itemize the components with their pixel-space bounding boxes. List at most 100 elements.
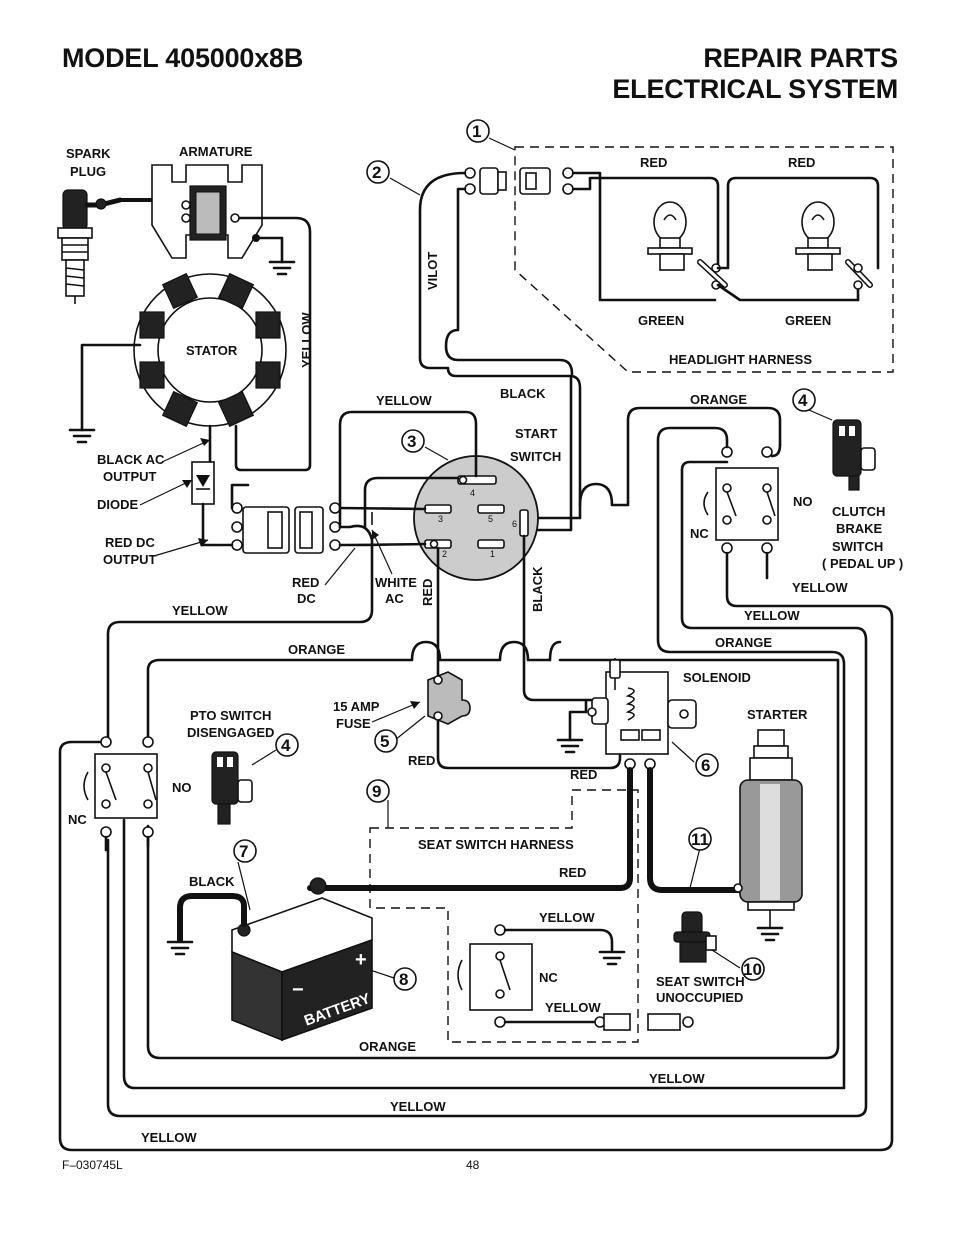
label-yellow-top: YELLOW <box>376 393 432 408</box>
label-spark-plug-2: PLUG <box>70 164 106 179</box>
label-pto-no: NO <box>172 780 192 795</box>
svg-text:1: 1 <box>472 122 481 141</box>
battery-plus: + <box>355 949 367 971</box>
diode <box>191 461 215 505</box>
battery-minus: − <box>292 979 304 1001</box>
fuse <box>427 671 471 725</box>
label-clutch-brake-4: ( PEDAL UP ) <box>822 556 903 571</box>
model-title: MODEL 405000x8B <box>62 43 304 73</box>
start-switch-terminal-6: 6 <box>512 519 517 529</box>
label-pto-nc: NC <box>68 812 87 827</box>
label-orange-top: ORANGE <box>690 392 747 407</box>
stator-connector <box>231 502 290 554</box>
callout-8: 8 <box>393 967 417 991</box>
section-title: REPAIR PARTS ELECTRICAL SYSTEM <box>612 43 898 105</box>
section-title-line2: ELECTRICAL SYSTEM <box>612 74 898 104</box>
label-start-switch-1: START <box>515 426 557 441</box>
callout-6: 6 <box>695 753 719 777</box>
label-yellow-clutch-2: YELLOW <box>744 608 800 623</box>
start-switch-terminal-3: 3 <box>438 514 443 524</box>
callout-3: 3 <box>401 429 425 453</box>
label-red-headlight-left: RED <box>640 155 667 170</box>
label-yellow-seat-bottom: YELLOW <box>545 1000 601 1015</box>
label-headlight-harness: HEADLIGHT HARNESS <box>669 352 812 367</box>
label-pto-switch-2: DISENGAGED <box>187 725 274 740</box>
callout-2: 2 <box>366 160 390 184</box>
stator <box>133 272 287 428</box>
solenoid <box>587 658 697 770</box>
label-clutch-nc: NC <box>690 526 709 541</box>
start-switch-terminal-2: 2 <box>442 549 447 559</box>
label-armature: ARMATURE <box>179 144 253 159</box>
seat-connector-left <box>594 1013 631 1031</box>
callout-5: 5 <box>374 729 398 753</box>
start-switch-terminal-5: 5 <box>488 514 493 524</box>
ground-solenoid <box>556 738 584 754</box>
svg-text:5: 5 <box>380 732 389 751</box>
headlight-harness-outline <box>514 146 894 373</box>
svg-text:4: 4 <box>798 391 808 410</box>
label-seat-switch-unoccupied-2: UNOCCUPIED <box>656 990 743 1005</box>
start-switch-terminal-1: 1 <box>490 549 495 559</box>
label-white-ac-1: WHITE <box>375 575 417 590</box>
callout-4-pto: 4 <box>275 733 299 757</box>
label-yellow-seat-top: YELLOW <box>539 910 595 925</box>
label-fuse-1: 15 AMP <box>333 699 380 714</box>
label-red-dc-output-2: OUTPUT <box>103 552 157 567</box>
label-red-fuse: RED <box>408 753 435 768</box>
label-clutch-no: NO <box>793 494 813 509</box>
headlight-left <box>647 201 693 271</box>
battery: BATTERY + − <box>231 877 373 1042</box>
label-yellow-bottom-left: YELLOW <box>141 1130 197 1145</box>
ground-stator <box>68 428 96 444</box>
ground-seat <box>598 950 626 966</box>
label-red-headlight-right: RED <box>788 155 815 170</box>
start-switch-terminal-4: 4 <box>470 488 475 498</box>
label-yellow-clutch-1: YELLOW <box>792 580 848 595</box>
label-starter: STARTER <box>747 707 808 722</box>
pto-switch-schematic <box>83 736 158 838</box>
label-clutch-brake-1: CLUTCH <box>832 504 885 519</box>
svg-text:4: 4 <box>281 736 291 755</box>
label-white-ac-2: AC <box>385 591 404 606</box>
label-vilot: VILOT <box>425 252 440 290</box>
label-red-dc-1: RED <box>292 575 319 590</box>
label-diode: DIODE <box>97 497 139 512</box>
headlight-right <box>795 201 841 271</box>
label-seat-nc: NC <box>539 970 558 985</box>
label-orange-bottom: ORANGE <box>359 1039 416 1054</box>
callout-7: 7 <box>233 839 257 863</box>
label-yellow-stator: YELLOW <box>299 312 314 368</box>
armature <box>151 164 263 259</box>
ground-battery <box>166 940 194 956</box>
spark-plug <box>57 189 123 304</box>
start-switch: 4 3 5 6 2 1 <box>413 455 539 581</box>
svg-text:10: 10 <box>743 960 762 979</box>
label-green-headlight-left: GREEN <box>638 313 684 328</box>
ground-armature <box>268 260 296 276</box>
callout-10: 10 <box>741 957 765 981</box>
label-yellow-left-mid: YELLOW <box>172 603 228 618</box>
starter-motor <box>733 729 803 911</box>
seat-switch-harness-outline <box>369 789 639 1043</box>
label-start-switch-2: SWITCH <box>510 449 561 464</box>
label-orange-left-mid: ORANGE <box>288 642 345 657</box>
label-solenoid: SOLENOID <box>683 670 751 685</box>
seat-switch <box>673 911 717 963</box>
label-red-dc-output-1: RED DC <box>105 535 155 550</box>
label-clutch-brake-3: SWITCH <box>832 539 883 554</box>
section-title-line1: REPAIR PARTS <box>703 43 898 73</box>
svg-text:3: 3 <box>407 432 416 451</box>
label-black-top: BLACK <box>500 386 546 401</box>
label-black-ac-output-2: OUTPUT <box>103 469 157 484</box>
headlight-connector <box>519 167 574 195</box>
vilot-connector <box>464 167 507 195</box>
svg-text:7: 7 <box>239 842 248 861</box>
page-number: 48 <box>466 1158 480 1172</box>
label-spark-plug-1: SPARK <box>66 146 111 161</box>
label-red-vertical: RED <box>420 579 435 606</box>
seat-switch-schematic <box>457 924 533 1028</box>
ground-starter <box>756 926 784 942</box>
label-fuse-2: FUSE <box>336 716 371 731</box>
